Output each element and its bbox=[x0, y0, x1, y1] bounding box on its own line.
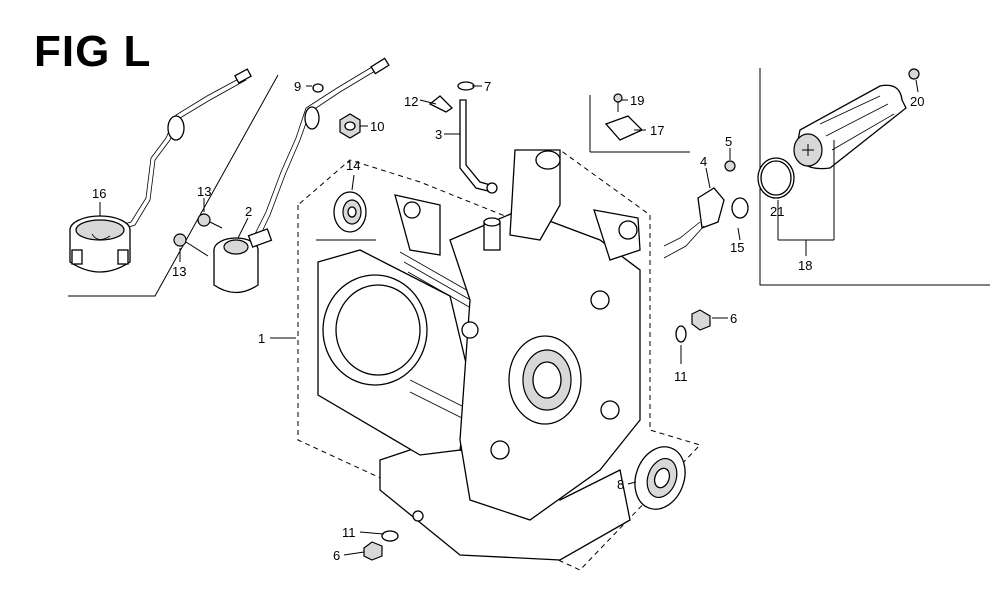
leader-lines bbox=[99, 79, 919, 556]
callout-12: 12 bbox=[404, 94, 418, 109]
callout-labels: 1 2 3 4 5 6 6 7 8 9 10 11 11 12 13 13 14… bbox=[92, 79, 924, 563]
part-4-5-15-sensor bbox=[663, 160, 749, 259]
callout-17: 17 bbox=[650, 123, 664, 138]
callout-10: 10 bbox=[370, 119, 384, 134]
callout-4: 4 bbox=[700, 154, 707, 169]
callout-19: 19 bbox=[630, 93, 644, 108]
part-18-21-dipstick bbox=[757, 68, 920, 199]
callout-18: 18 bbox=[798, 258, 812, 273]
callout-13-upper: 13 bbox=[197, 184, 211, 199]
callout-8: 8 bbox=[617, 477, 624, 492]
callout-16: 16 bbox=[92, 186, 106, 201]
callout-11-right: 11 bbox=[674, 369, 688, 384]
callout-5: 5 bbox=[725, 134, 732, 149]
part-6-11-bolts-washers bbox=[363, 309, 711, 561]
dipstick-box bbox=[759, 68, 990, 286]
callout-11-lower: 11 bbox=[342, 525, 356, 540]
callout-14: 14 bbox=[346, 158, 360, 173]
cable-group-border bbox=[68, 74, 279, 297]
figure-title: FIG L bbox=[34, 27, 152, 76]
callout-21: 21 bbox=[770, 204, 784, 219]
callout-2: 2 bbox=[245, 204, 252, 219]
callout-6-lower: 6 bbox=[333, 548, 340, 563]
part-9-10-nut-washer bbox=[312, 83, 361, 139]
part-14-oil-seal bbox=[333, 191, 367, 233]
part-2-control-assembly bbox=[213, 57, 390, 294]
callout-3: 3 bbox=[435, 127, 442, 142]
part-13-bolts bbox=[173, 213, 223, 257]
callout-6-upper: 6 bbox=[730, 311, 737, 326]
callout-9: 9 bbox=[294, 79, 301, 94]
callout-13-lower: 13 bbox=[172, 264, 186, 279]
callout-1: 1 bbox=[258, 331, 265, 346]
part-16-switch-assembly bbox=[69, 68, 252, 273]
part-8-oil-seal bbox=[634, 446, 686, 510]
callout-15: 15 bbox=[730, 240, 744, 255]
callout-20: 20 bbox=[910, 94, 924, 109]
part-1-crankcase bbox=[317, 149, 641, 561]
callout-7: 7 bbox=[484, 79, 491, 94]
